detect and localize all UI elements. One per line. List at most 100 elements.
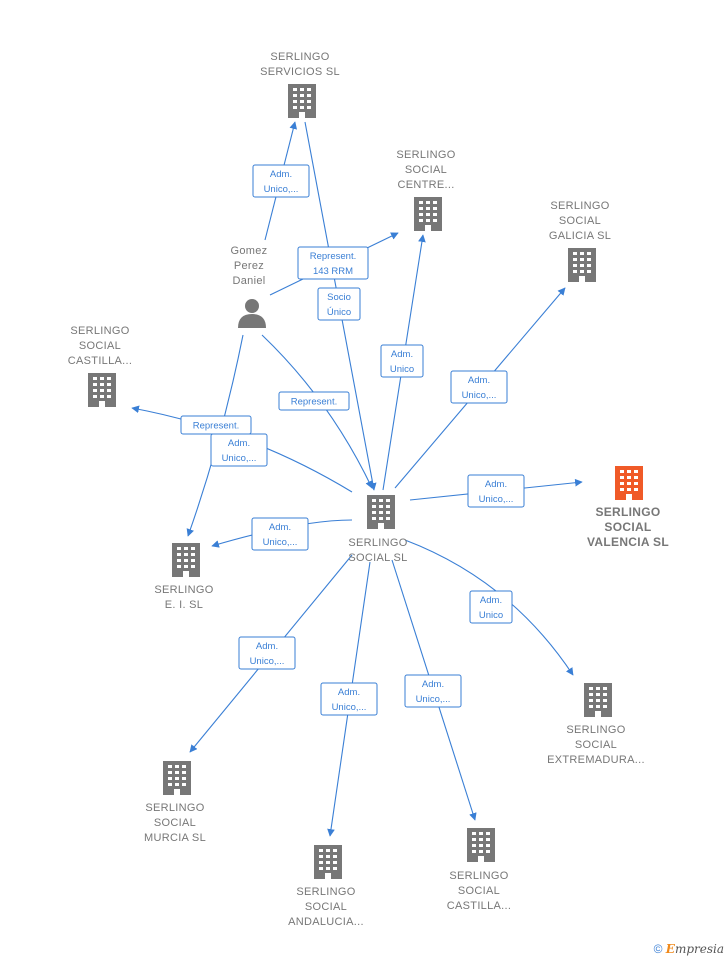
edge-label-box [404, 674, 462, 708]
node-label-line: SOCIAL [154, 817, 196, 829]
node-label-line: VALENCIA SL [587, 535, 669, 549]
building-icon [288, 84, 316, 118]
node-label-line: SOCIAL SL [348, 552, 407, 564]
node-label-line: EXTREMADURA... [547, 754, 645, 766]
edge-label-text: Represent. [291, 397, 337, 408]
edge-label-text: Adm. [485, 479, 507, 490]
edge-label-text: Unico,... [263, 537, 298, 548]
node-label-line: SERLINGO [348, 537, 407, 549]
node-centre[interactable]: SERLINGO SOCIAL CENTRE... [396, 149, 455, 231]
person-icon [238, 299, 266, 328]
edge-label-text: Unico [479, 610, 503, 621]
node-servicios[interactable]: SERLINGO SERVICIOS SL [260, 51, 340, 118]
node-label-line: SERLINGO [566, 724, 625, 736]
edge-label-text: Adm. [338, 687, 360, 698]
edge-label-center-castilla-bottom[interactable]: Adm.Unico,... [404, 674, 462, 708]
edge-label-box [320, 682, 378, 716]
edge-label-text: Unico,... [222, 453, 257, 464]
edge-label-text: Unico,... [332, 702, 367, 713]
node-label-line: Daniel [233, 275, 266, 287]
edge-label-person-servicios[interactable]: Adm.Unico,... [252, 164, 310, 198]
node-extremadura[interactable]: SERLINGO SOCIAL EXTREMADURA... [547, 683, 645, 766]
building-icon [615, 466, 643, 500]
edge-label-text: Unico,... [250, 656, 285, 667]
edge-label-box [450, 370, 508, 404]
copyright-icon: © [653, 942, 663, 956]
node-castilla-left[interactable]: SERLINGO SOCIAL CASTILLA... [68, 325, 132, 407]
edge-label-center-extremadura[interactable]: Adm. Unico [469, 590, 513, 624]
node-label-line: SOCIAL [575, 739, 617, 751]
edge-label-box [251, 517, 309, 551]
edge-label-text: Represent. [193, 421, 239, 432]
edge-label-center-murcia[interactable]: Adm. Unico,... [238, 636, 296, 670]
edge-label-center-valencia[interactable]: Adm. Unico,... [467, 474, 525, 508]
building-icon [467, 828, 495, 862]
building-icon [414, 197, 442, 231]
edge-label-text: Unico,... [416, 694, 451, 705]
node-label-line: SOCIAL [79, 340, 121, 352]
edge-label-person-castilla[interactable]: Represent. [180, 415, 252, 435]
building-icon [314, 845, 342, 879]
edge-label-text: Socio [327, 292, 351, 303]
building-icon [367, 495, 395, 529]
node-andalucia[interactable]: SERLINGOSOCIALANDALUCIA... [288, 845, 364, 928]
node-label-line: SERLINGO [550, 200, 609, 212]
edge-label-box [297, 246, 369, 280]
building-icon [584, 683, 612, 717]
node-center[interactable]: SERLINGO SOCIAL SL [348, 495, 407, 564]
edge-label-box [252, 164, 310, 198]
node-label-line: SERLINGO [145, 802, 204, 814]
edge-person-center [261, 334, 373, 489]
node-label-line: CENTRE... [397, 179, 454, 191]
edge-label-text: Unico,... [264, 184, 299, 195]
edge-label-center-galicia[interactable]: Adm.Unico,... [450, 370, 508, 404]
brand-logo: Empresia [665, 942, 724, 956]
node-label-line: SERLINGO [595, 505, 660, 519]
edge-label-box [380, 344, 424, 378]
edge-label-box [278, 391, 350, 411]
edge-label-text: Represent. [310, 251, 356, 262]
node-label-line: SOCIAL [405, 164, 447, 176]
building-icon [163, 761, 191, 795]
node-label-line: SOCIAL [458, 885, 500, 897]
node-label-line: SERVICIOS SL [260, 66, 340, 78]
edge-label-center-ei[interactable]: Adm. Unico,... [251, 517, 309, 551]
footer-brand[interactable]: © Empresia [654, 942, 724, 956]
edge-label-center-andalucia[interactable]: Adm. Unico,... [320, 682, 378, 716]
node-castilla-bottom[interactable]: SERLINGOSOCIALCASTILLA... [447, 828, 511, 912]
edge-label-text: Único [327, 307, 351, 318]
edge-label-text: Unico,... [462, 390, 497, 401]
edge-label-person-center[interactable]: Represent. [278, 391, 350, 411]
node-label: SERLINGOSOCIALANDALUCIA... [288, 886, 363, 928]
node-label-line: SERLINGO [70, 325, 129, 337]
edge-label-text: Adm. [269, 522, 291, 533]
node-label-line: Gomez [231, 245, 268, 257]
node-label-line: SERLINGO [270, 51, 329, 63]
edge-label-text: Adm. [480, 595, 502, 606]
node-label: SERLINGO SOCIAL CASTILLA... [68, 325, 132, 367]
edge-label-box [467, 474, 525, 508]
edge-label-center-castilla-left[interactable]: Adm.Unico,... [210, 433, 268, 467]
node-label-line: SERLINGO [396, 149, 455, 161]
edge-label-box [238, 636, 296, 670]
building-icon [172, 543, 200, 577]
edge-label-text: 143 RRM [313, 266, 353, 277]
edge-label-box [210, 433, 268, 467]
edge-label-text: Unico,... [479, 494, 514, 505]
edge-label-center-centre[interactable]: Adm.Unico [380, 344, 424, 378]
edge-label-person-centre[interactable]: Represent. 143 RRM [297, 246, 369, 280]
node-label-line: CASTILLA... [68, 355, 132, 367]
edge-label-text: Adm. [256, 641, 278, 652]
node-label-line: SERLINGO [296, 886, 355, 898]
